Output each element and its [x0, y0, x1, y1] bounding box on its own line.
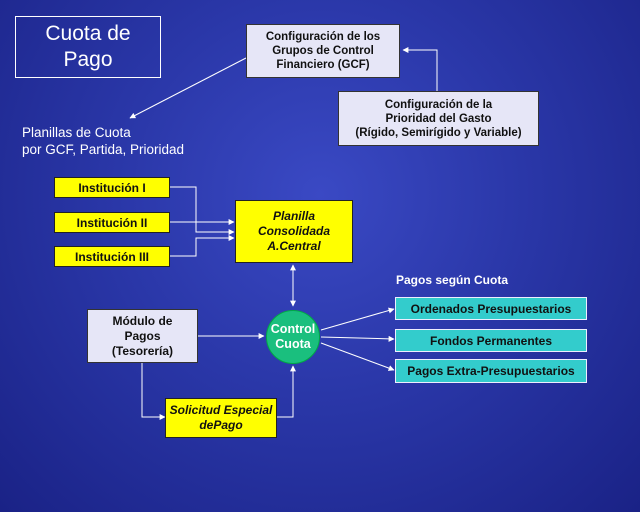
arrow-prioridad-to-gcf — [402, 47, 438, 91]
modulo-pagos-box: Módulo de Pagos (Tesorería) — [87, 309, 198, 363]
planilla-consolidada-box: Planilla Consolidada A.Central — [235, 200, 353, 263]
arrow-control-to-fondos — [320, 335, 395, 342]
institucion-2-box: Institución II — [54, 212, 170, 233]
arrow-solicitud-to-control — [277, 365, 296, 418]
config-gcf-box: Configuración de los Grupos de Control F… — [246, 24, 400, 78]
pagos-heading: Pagos según Cuota — [396, 273, 509, 287]
arrow-gcf-to-planillas — [129, 57, 247, 119]
pago-ordenados-box: Ordenados Presupuestarios — [395, 297, 587, 320]
arrow-control-to-ordenados — [320, 307, 395, 331]
planillas-label: Planillas de Cuota por GCF, Partida, Pri… — [22, 125, 185, 157]
pago-extra-box: Pagos Extra-Presupuestarios — [395, 359, 587, 383]
institucion-3-box: Institución III — [54, 246, 170, 267]
config-prioridad-box: Configuración de la Prioridad del Gasto … — [338, 91, 539, 146]
solicitud-especial-box: Solicitud Especial dePago — [165, 398, 277, 438]
arrow-inst2-to-planilla — [170, 221, 235, 235]
arrow-modulo-to-solicitud — [141, 363, 166, 420]
arrow-inst1-to-planilla — [170, 186, 235, 225]
control-cuota-node: Control Cuota — [266, 310, 320, 364]
arrow-inst3-to-planilla — [170, 235, 235, 257]
institucion-1-box: Institución I — [54, 177, 170, 198]
arrow-control-to-extra — [320, 342, 395, 371]
page-title: Cuota de Pago — [15, 16, 161, 78]
pago-fondos-box: Fondos Permanentes — [395, 329, 587, 352]
